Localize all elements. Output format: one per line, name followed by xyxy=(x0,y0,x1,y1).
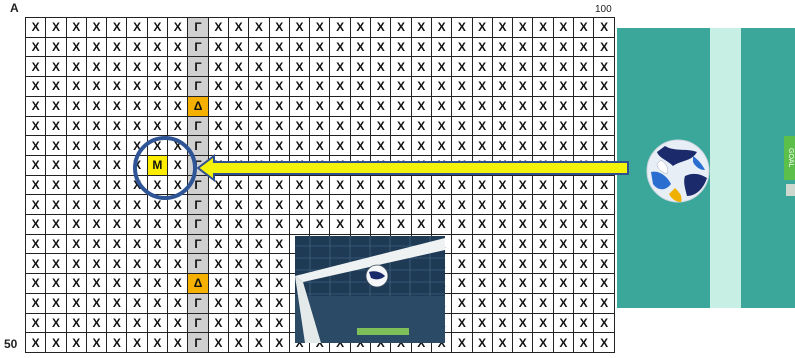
arrow-icon xyxy=(198,156,628,180)
marker-circle xyxy=(135,138,195,198)
goal-net-photo xyxy=(295,236,445,343)
football-icon xyxy=(645,138,711,204)
